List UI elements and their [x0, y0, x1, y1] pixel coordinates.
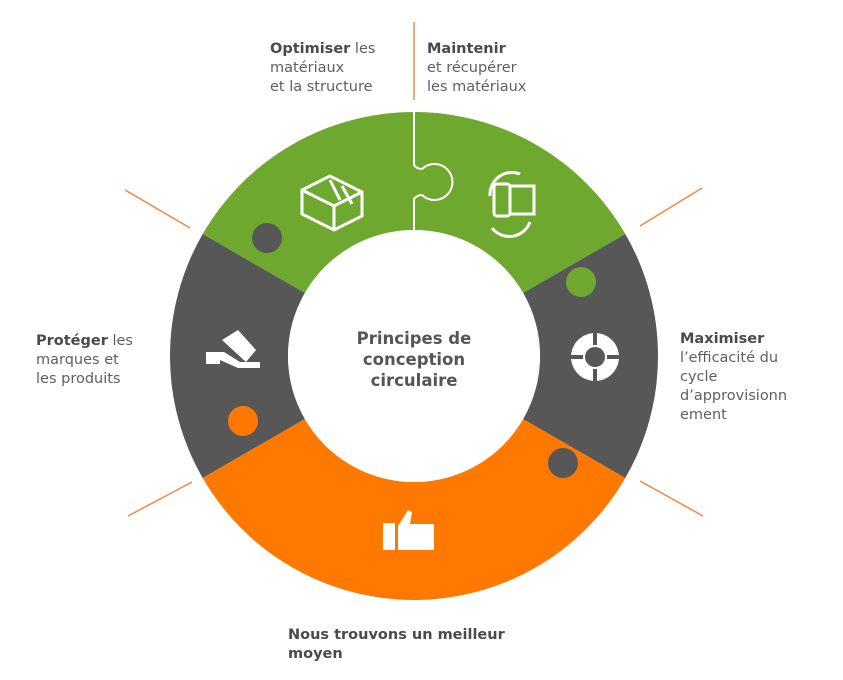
- center-circle: [288, 230, 540, 482]
- label-text: d’approvisionn: [680, 388, 788, 404]
- puzzle-tab: [548, 448, 578, 478]
- puzzle-tab: [566, 267, 596, 297]
- label-heading: Maximiser: [680, 331, 765, 347]
- label-maximiser: Maximiser l’efficacité du cycle d’approv…: [680, 330, 787, 425]
- connector-upper-right: [639, 187, 703, 227]
- puzzle-tab: [228, 406, 258, 436]
- puzzle-tab: [252, 223, 282, 253]
- label-heading: Maintenir: [427, 41, 506, 57]
- label-optimiser: Optimiser les matériaux et la structure: [270, 40, 375, 97]
- label-text: matériaux: [270, 60, 345, 76]
- label-text: l’efficacité du: [680, 350, 779, 366]
- label-text: et la structure: [270, 79, 373, 95]
- puzzle-seam-top: [413, 110, 454, 230]
- label-maintenir: Maintenir et récupérer les matériaux: [427, 40, 526, 97]
- label-text: marques et: [36, 352, 119, 368]
- label-text: ement: [680, 407, 727, 423]
- label-meilleur-moyen: Nous trouvons un meilleur moyen: [288, 626, 505, 664]
- hand-tag-icon: [206, 330, 260, 368]
- cycle-icon: [569, 331, 621, 383]
- segment-orange-bottom: [202, 419, 626, 600]
- center-title: Principes de conception circulaire: [314, 328, 514, 391]
- center-title-line: circulaire: [370, 371, 458, 390]
- label-text: les: [107, 333, 133, 349]
- label-text: les: [350, 41, 376, 57]
- connector-lower-right: [639, 480, 704, 517]
- segment-dark-left: [170, 234, 305, 478]
- label-heading: Protéger: [36, 333, 108, 349]
- label-heading: moyen: [288, 646, 343, 662]
- label-text: cycle: [680, 369, 718, 385]
- connector-lower-left: [127, 481, 193, 517]
- thumbs-up-icon: [383, 510, 434, 550]
- center-title-line: conception: [362, 350, 466, 369]
- label-heading: Nous trouvons un meilleur: [288, 627, 505, 643]
- label-proteger: Protéger les marques et les produits: [36, 332, 133, 389]
- label-heading: Optimiser: [270, 41, 351, 57]
- label-text: les produits: [36, 371, 121, 387]
- recycle-roll-icon: [488, 170, 536, 238]
- connector-upper-left: [124, 189, 191, 229]
- connector-lines: [124, 22, 704, 517]
- label-text: et récupérer: [427, 60, 517, 76]
- center-title-line: Principes de: [356, 329, 472, 348]
- label-text: les matériaux: [427, 79, 527, 95]
- box-icon: [300, 174, 364, 232]
